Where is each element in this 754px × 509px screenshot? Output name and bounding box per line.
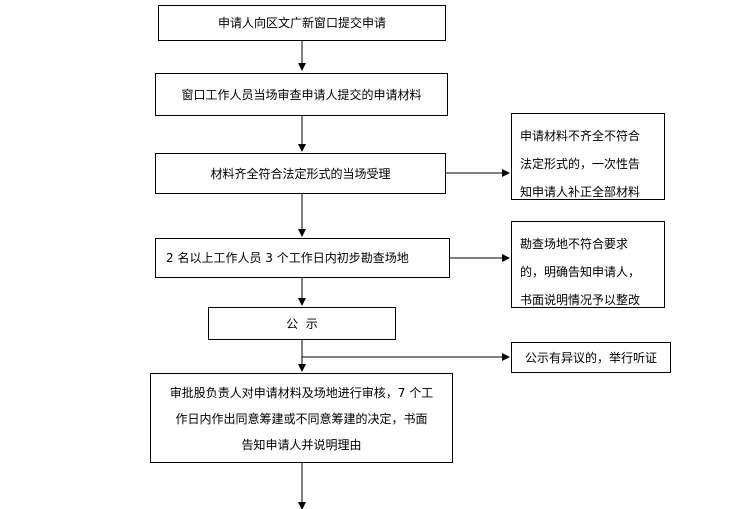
- branch-objection-hearing: 公示有异议的，举行听证: [511, 342, 671, 373]
- step-label: 窗口工作人员当场审查申请人提交的申请材料: [181, 87, 422, 102]
- step-submit-application: 申请人向区文广新窗口提交申请: [158, 5, 446, 41]
- step-line: 作日内作出同意筹建或不同意筹建的决定，书面: [175, 412, 428, 426]
- branch-line: 知申请人补正全部材料: [520, 185, 641, 199]
- step-site-inspection: 2 名以上工作人员 3 个工作日内初步勘查场地: [155, 238, 450, 278]
- branch-line: 公示有异议的，举行听证: [524, 350, 657, 365]
- branch-line: 的，明确告知申请人，: [520, 265, 641, 279]
- step-line: 告知申请人并说明理由: [241, 438, 362, 452]
- step-public-notice: 公 示: [208, 307, 396, 340]
- branch-line: 法定形式的，一次性告: [520, 157, 641, 171]
- branch-line: 勘查场地不符合要求: [520, 237, 629, 251]
- branch-line: 书面说明情况予以整改: [520, 293, 641, 307]
- step-label: 材料齐全符合法定形式的当场受理: [210, 166, 391, 181]
- branch-line: 申请材料不齐全不符合: [520, 129, 641, 143]
- step-label: 2 名以上工作人员 3 个工作日内初步勘查场地: [166, 251, 409, 265]
- branch-incomplete-materials: 申请材料不齐全不符合 法定形式的，一次性告 知申请人补正全部材料: [511, 113, 665, 200]
- branch-site-not-compliant: 勘查场地不符合要求 的，明确告知申请人， 书面说明情况予以整改: [511, 221, 665, 308]
- step-approval-decision: 审批股负责人对申请材料及场地进行审核，7 个工 作日内作出同意筹建或不同意筹建的…: [150, 373, 453, 463]
- step-review-materials: 窗口工作人员当场审查申请人提交的申请材料: [155, 73, 448, 116]
- step-accept-on-site: 材料齐全符合法定形式的当场受理: [155, 153, 446, 194]
- step-label: 公 示: [286, 316, 318, 331]
- step-label: 申请人向区文广新窗口提交申请: [217, 16, 386, 30]
- step-line: 审批股负责人对申请材料及场地进行审核，7 个工: [169, 386, 434, 400]
